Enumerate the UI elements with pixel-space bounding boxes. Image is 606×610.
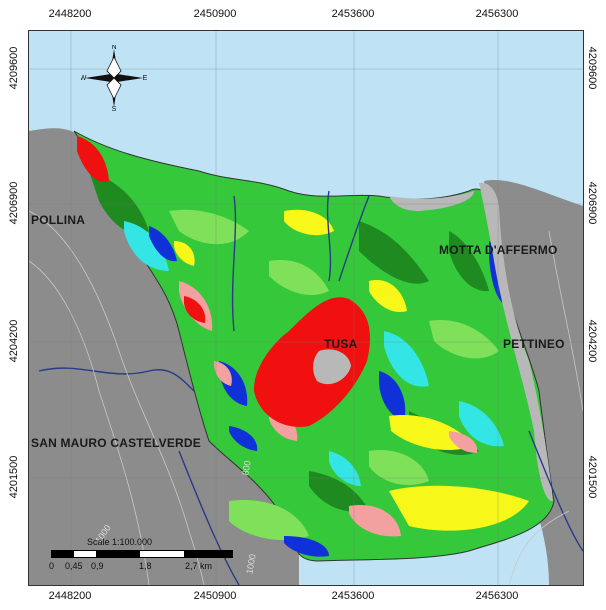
forest-patch-2 (359, 221, 429, 284)
scale-tick-1: 0,45 (65, 561, 83, 571)
grassland-patch-1 (169, 209, 249, 245)
river-6 (528, 430, 583, 552)
urban-red-tusa (253, 297, 370, 427)
grid-label-top-2: 2450900 (193, 8, 237, 20)
village-center (313, 349, 351, 385)
label-tusa: TUSA (324, 337, 358, 351)
scale-seg-3 (184, 551, 232, 557)
label-san-mauro-castelverde: SAN MAURO CASTELVERDE (31, 436, 201, 450)
scale-tick-2: 0,9 (91, 561, 104, 571)
compass-e: E (143, 75, 147, 82)
grid-label-left-1: 4209600 (8, 46, 20, 90)
land-use-map (29, 31, 583, 585)
map-frame: N S E W POLLINA MOTTA D'AFFERMO TUSA PET… (28, 30, 584, 586)
grassland-patch-2 (269, 260, 329, 296)
grid-label-right-4: 4201500 (586, 455, 598, 499)
scale-tick-4: 2,7 km (185, 561, 213, 571)
contour-line-4 (508, 510, 570, 585)
grid-label-right-2: 4206900 (586, 181, 598, 225)
compass-s: S (112, 106, 117, 111)
yellow-patch-4 (389, 485, 529, 531)
forest-patch-3 (449, 231, 489, 292)
outside-land-west (29, 128, 299, 585)
grid-label-left-3: 4204200 (8, 319, 20, 363)
grid-label-bottom-3: 2453600 (331, 590, 375, 602)
urban-red-west (184, 296, 206, 323)
grid-label-bottom-2: 2450900 (193, 590, 237, 602)
river-2 (326, 190, 332, 282)
pink-patch-5 (449, 431, 478, 453)
scale-bar (51, 550, 233, 558)
forest-patch-1 (89, 171, 149, 234)
compass-w: W (81, 75, 87, 82)
grid-label-right-1: 4209600 (586, 46, 598, 90)
blue-patch-3 (379, 371, 406, 421)
cyan-patch-1 (124, 221, 169, 271)
urban-red-coast (77, 136, 109, 182)
scale-tick-3: 1,8 (139, 561, 152, 571)
grid-lines (29, 31, 583, 585)
grid-label-left-4: 4201500 (8, 455, 20, 499)
yellow-patch-1 (284, 209, 334, 236)
blue-patch-1 (149, 226, 177, 262)
river-4 (38, 367, 195, 392)
river-1 (231, 195, 237, 332)
grid-label-bottom-1: 2448200 (48, 590, 92, 602)
label-motta-daffermo: MOTTA D'AFFERMO (439, 243, 558, 257)
grassland-patch-5 (369, 450, 429, 486)
blue-patch-5 (229, 426, 258, 451)
coastal-strip (389, 191, 474, 211)
label-pettineo: PETTINEO (503, 337, 565, 351)
grassland-patch-4 (229, 500, 309, 541)
grid-label-top-4: 2456300 (475, 8, 519, 20)
pink-patch-3 (349, 505, 401, 537)
yellow-patch-5 (174, 241, 195, 266)
grid-label-left-2: 4206900 (8, 181, 20, 225)
label-pollina: POLLINA (31, 213, 86, 227)
grid-label-top-3: 2453600 (331, 8, 375, 20)
grid-label-top-1: 2448200 (48, 8, 92, 20)
contour-line-2 (29, 260, 150, 585)
river-5 (178, 450, 240, 585)
cyan-patch-4 (329, 451, 361, 486)
grassland-patch-3 (429, 320, 499, 359)
grid-label-right-3: 4204200 (586, 319, 598, 363)
scale-seg-2 (96, 551, 140, 557)
scale-title: Scale 1:100.000 (87, 537, 153, 547)
cyan-patch-3 (459, 401, 504, 447)
blue-patch-6 (284, 536, 329, 557)
contour-line-3 (548, 230, 583, 412)
pink-patch-2 (214, 361, 232, 386)
cyan-patch-2 (384, 331, 429, 387)
scale-bar-box: Scale 1:100.000 0 0,45 0,9 1,8 2,7 km (45, 537, 245, 577)
grid-label-bottom-4: 2456300 (475, 590, 519, 602)
scale-tick-0: 0 (49, 561, 55, 571)
scale-seg-1 (52, 551, 74, 557)
compass-rose-icon: N S E W (81, 45, 147, 111)
compass-n: N (111, 45, 116, 51)
yellow-patch-2 (369, 280, 407, 312)
